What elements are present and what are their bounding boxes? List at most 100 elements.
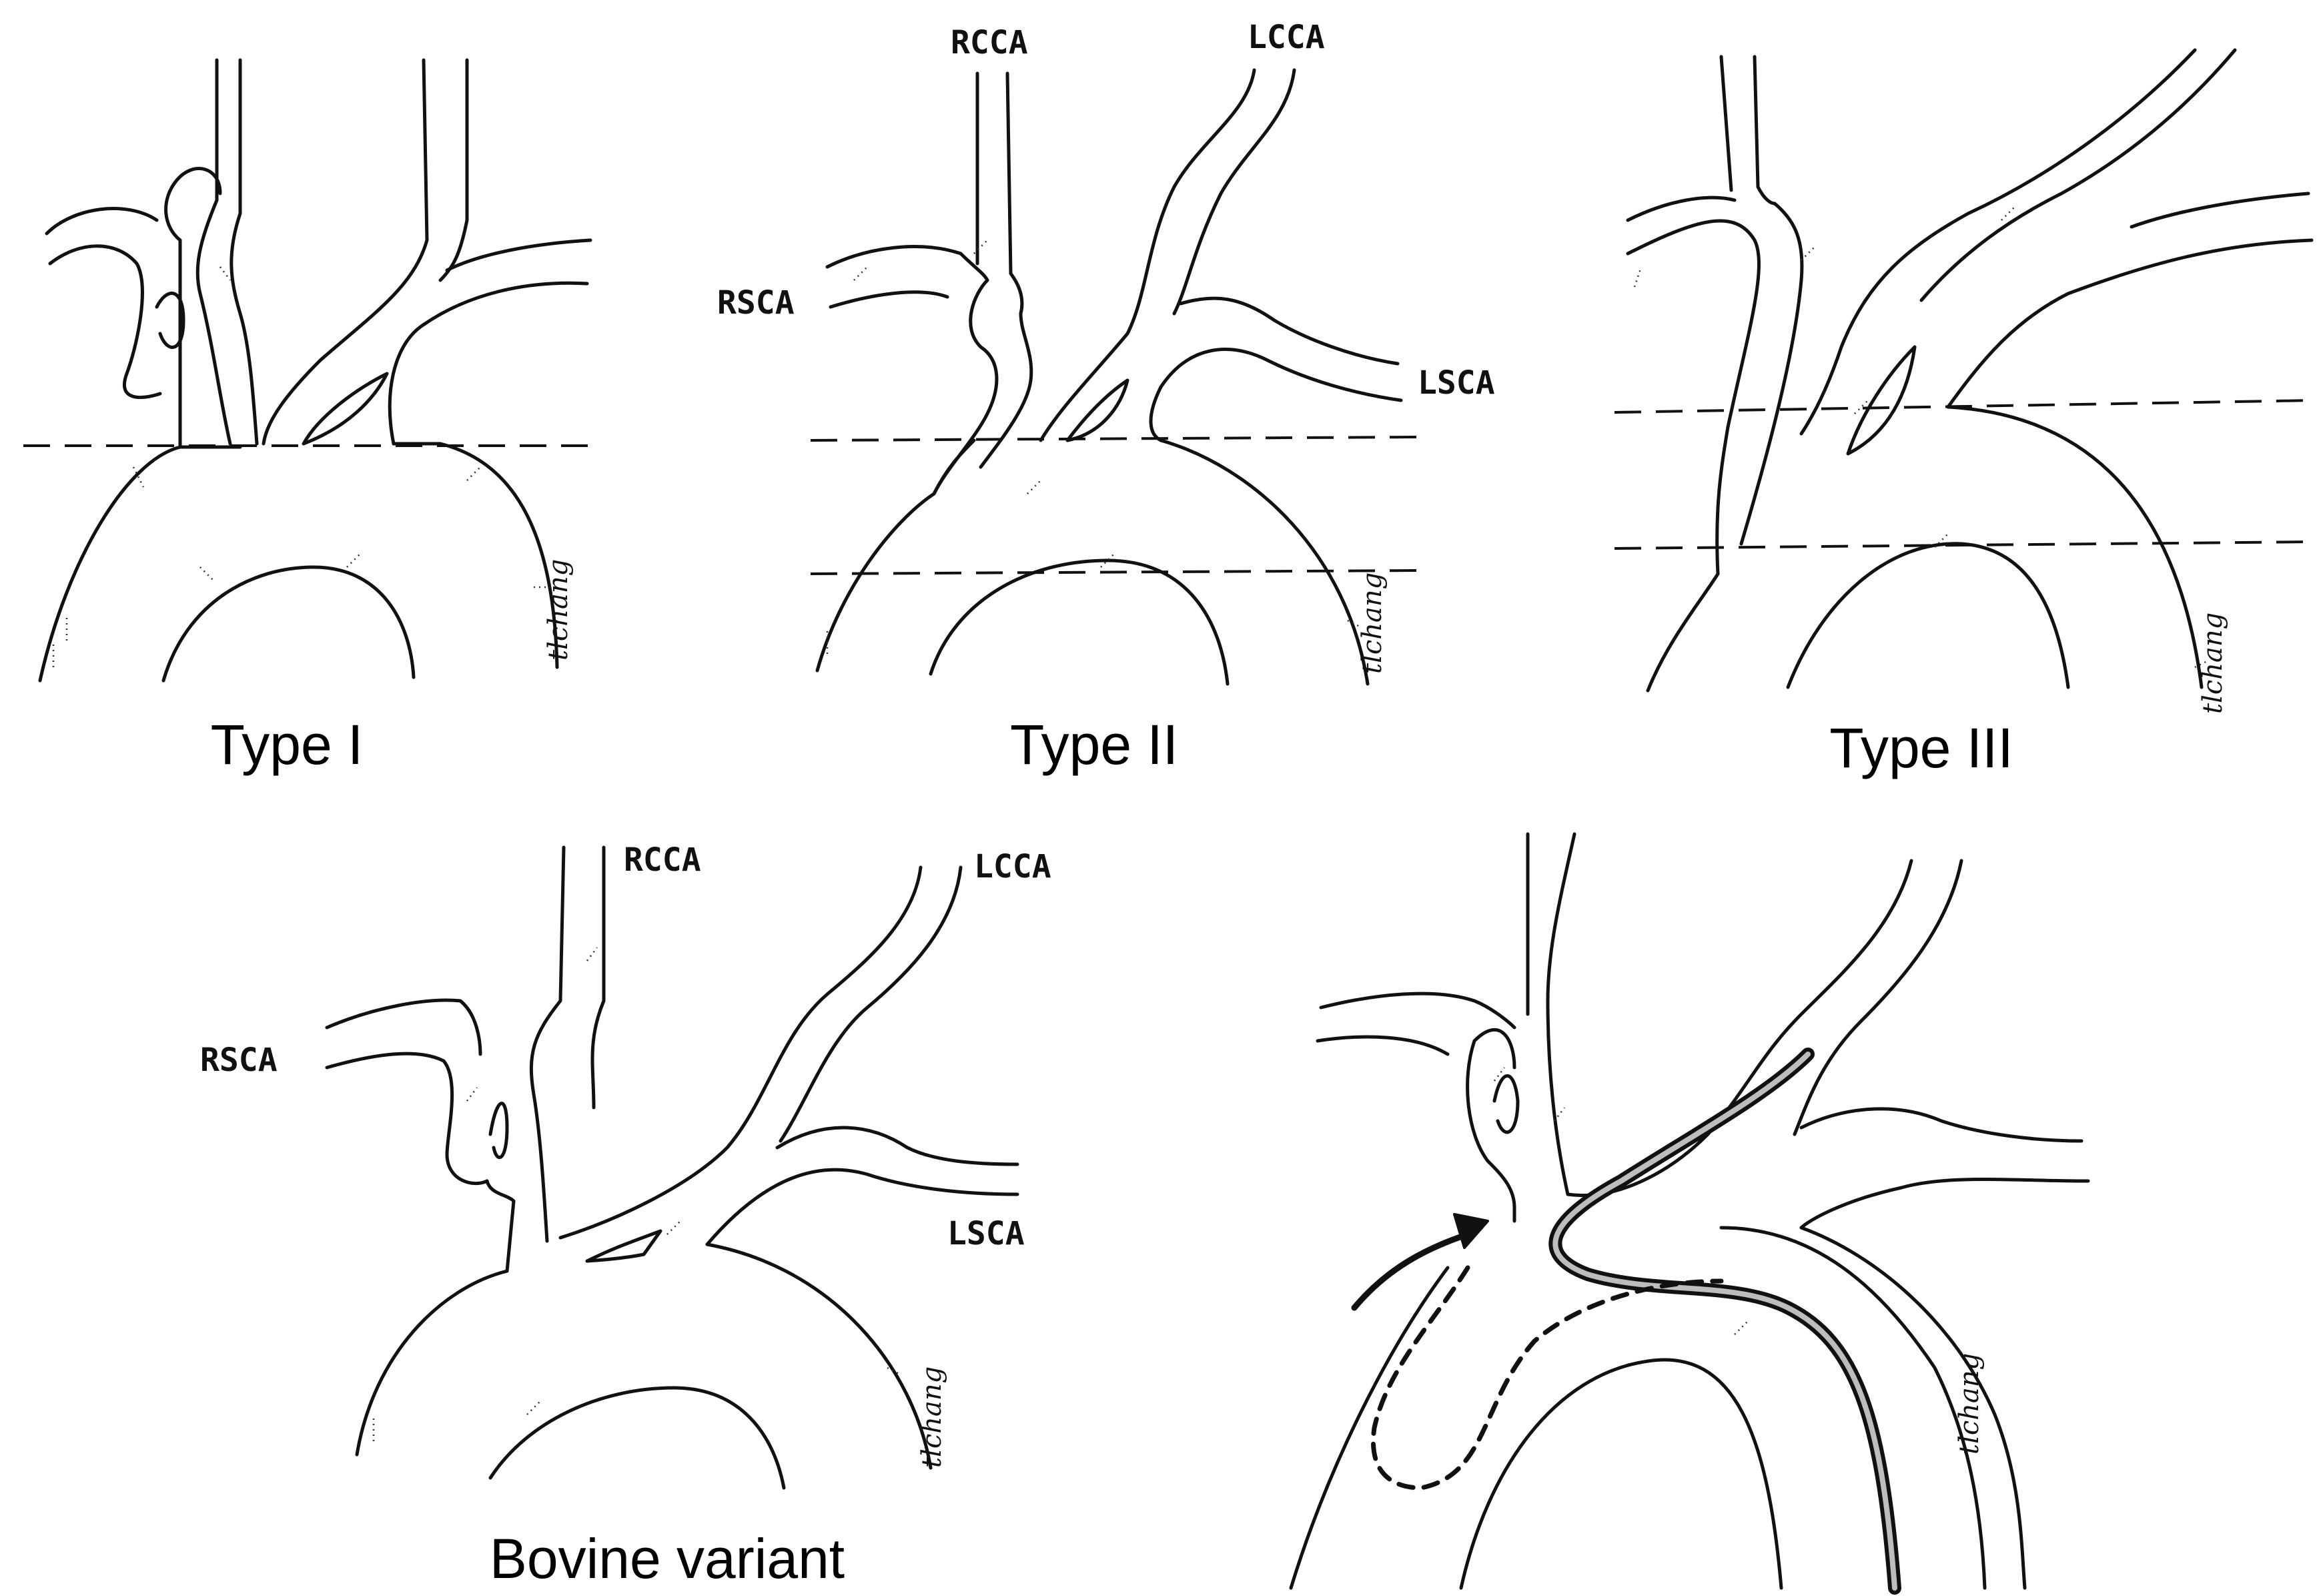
reference-line-bottom — [810, 569, 1422, 575]
brachiocephalic-right — [1739, 202, 1804, 546]
guidewire — [1548, 1048, 1901, 1595]
arch-outer — [38, 445, 242, 683]
caption: Bovine variant — [490, 1527, 845, 1590]
rcca-right — [1753, 55, 1777, 206]
arch-top — [1946, 405, 2204, 689]
shading — [372, 947, 901, 1441]
rcca-right — [1005, 71, 1024, 316]
lcca-right — [438, 58, 469, 282]
bovine-wedge — [585, 1229, 662, 1263]
flow-arrow-head-icon — [1453, 1213, 1489, 1249]
caption: Type I — [211, 713, 364, 776]
panel-type-i: tlchang Type I — [23, 58, 600, 776]
lsca-lower — [388, 281, 589, 446]
rcca-label: RCCA — [624, 841, 701, 879]
subclavian-right-upper — [45, 207, 159, 236]
lcca-lsca-wedge — [302, 372, 389, 446]
subclavian-loop — [155, 292, 185, 349]
lcca-upper — [1566, 859, 1913, 1197]
panel-type-iii: tlchang Type III — [1614, 48, 2316, 779]
caption: Type III — [1829, 717, 2013, 779]
arch-inner — [929, 558, 1230, 686]
brachiocephalic-left-wall — [164, 167, 222, 449]
rsca-lower — [1316, 1035, 1450, 1056]
arch-inner — [161, 565, 416, 683]
shading — [52, 266, 550, 667]
brachiocephalic-right — [979, 312, 1033, 469]
reference-line-top — [1614, 399, 2316, 414]
shading — [826, 240, 1362, 654]
lsca-lower — [1946, 238, 2314, 409]
brachiocephalic-left — [1466, 1028, 1516, 1223]
signature: tlchang — [917, 1366, 947, 1468]
lcca-left — [1039, 68, 1256, 442]
rsca-upper — [325, 998, 482, 1056]
flow-arrow-icon — [1351, 1231, 1471, 1311]
descending-outer — [1719, 1226, 1987, 1590]
subclavian-right-lower — [48, 244, 162, 399]
lsca-upper — [775, 1126, 1019, 1166]
arch-inner — [488, 1386, 786, 1490]
lsca-upper — [445, 238, 592, 272]
lcca-lower — [1919, 48, 2237, 302]
rcca-right — [590, 845, 606, 1110]
rcca-right — [229, 58, 259, 446]
arch-outer-right — [1159, 438, 1370, 686]
lsca-upper — [1799, 1107, 2083, 1143]
lcca-lower — [1793, 859, 1963, 1136]
rsca-loop — [488, 1102, 509, 1160]
ascending-inner — [1459, 1358, 1783, 1590]
rsca-lower — [829, 290, 949, 309]
rcca-left — [195, 58, 232, 446]
caption: Type II — [1010, 713, 1178, 776]
lcca-label: LCCA — [1248, 19, 1325, 56]
lcca-wedge — [1065, 378, 1129, 442]
rsca-lower — [325, 1052, 489, 1186]
rsca-label: RSCA — [717, 284, 795, 322]
lcca-left — [262, 58, 429, 446]
lcca-right — [1172, 68, 1296, 316]
guidewire-core — [1552, 1052, 1897, 1591]
catheter-path-dotted — [1371, 1265, 1724, 1491]
rsca-upper — [1626, 195, 1737, 222]
lcca-wedge — [1846, 345, 1917, 456]
lsca-upper — [2130, 191, 2310, 229]
lcca-upper — [558, 865, 923, 1240]
signature: tlchang — [2198, 613, 2228, 714]
arch-inner — [1786, 542, 2070, 689]
signature: tlchang — [1954, 1353, 1985, 1455]
ascending-outer — [1289, 1266, 1450, 1590]
rcca-right — [1546, 832, 1576, 1196]
rcca-label: RCCA — [951, 24, 1028, 61]
rcca-left — [529, 845, 566, 1243]
brachiocephalic-left — [932, 278, 999, 496]
lsca-label: LSCA — [947, 1215, 1025, 1252]
ascending-outer — [1646, 425, 1730, 693]
signature: tlchang — [543, 559, 574, 661]
lsca-lower — [1799, 1178, 2090, 1230]
panel-type-ii: RCCA LCCA RSCA LSCA tlchang Type II — [717, 19, 1495, 776]
lcca-upper — [1799, 48, 2197, 436]
panel-bovine-variant: RCCA LCCA RSCA LSCA tlchang Bovine varia… — [200, 841, 1051, 1590]
descending-wall — [1799, 1226, 2027, 1590]
lcca-label: LCCA — [974, 848, 1051, 885]
lsca-upper — [1179, 296, 1400, 366]
reference-line-top — [810, 436, 1422, 442]
lsca-lower — [1149, 348, 1403, 442]
reference-line-bottom — [1614, 540, 2316, 550]
lsca-label: LSCA — [1418, 364, 1495, 402]
rcca-left — [1719, 55, 1733, 192]
arch-outer — [355, 1179, 516, 1457]
brachiocephalic-left — [1626, 219, 1761, 429]
lcca-lower — [779, 865, 963, 1143]
rsca-upper — [1319, 991, 1516, 1030]
lsca-lower — [705, 1168, 1019, 1246]
rsca-label: RSCA — [200, 1042, 278, 1079]
signature: tlchang — [1357, 572, 1388, 674]
arch-outer-right — [392, 442, 559, 669]
rsca-loop — [1492, 1074, 1520, 1134]
rsca-upper — [825, 245, 989, 282]
panel-catheter-technique: tlchang — [1289, 832, 2090, 1595]
arch-outer-right — [705, 1242, 933, 1470]
